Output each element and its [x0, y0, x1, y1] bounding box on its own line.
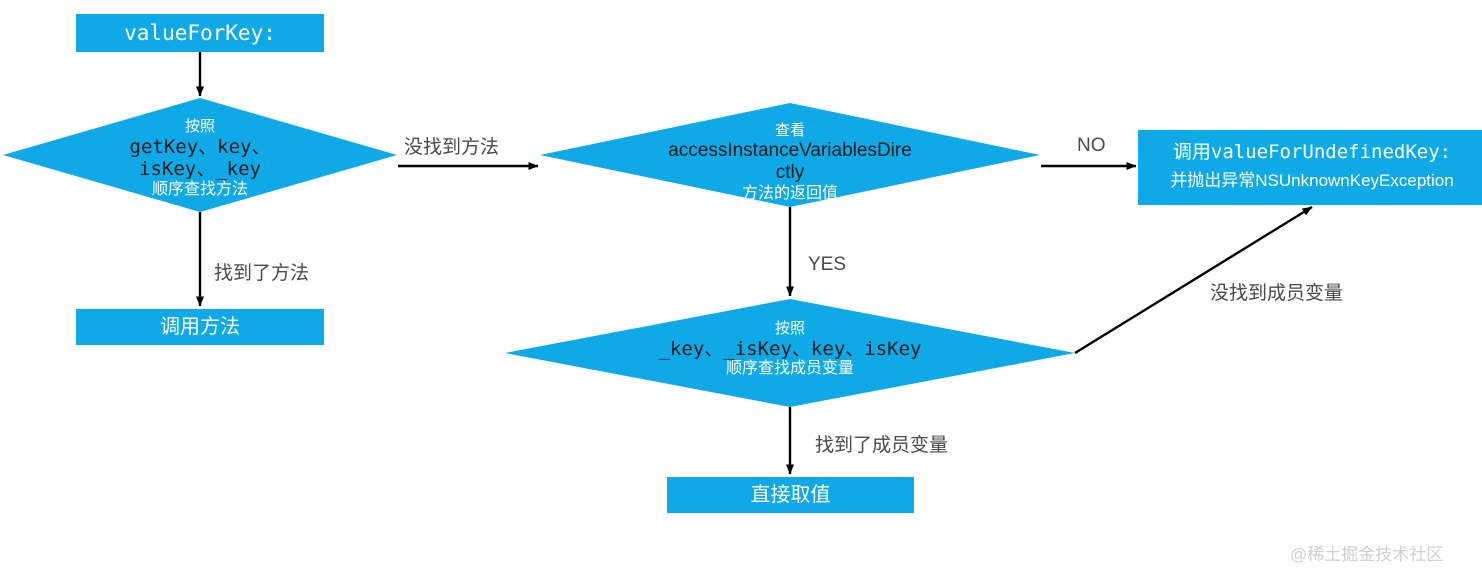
edge-findivar-to-undefinedkey — [1074, 205, 1313, 355]
node-access-ivars-diamond[interactable] — [540, 103, 1040, 207]
edge-label-method-not-found: 没找到方法 — [404, 137, 500, 158]
edge-label-yes: YES — [808, 254, 847, 275]
node-find-method-diamond[interactable] — [3, 98, 397, 212]
node-call-method-shape[interactable] — [76, 309, 324, 345]
edge-label-ivar-not-found: 没找到成员变量 — [1210, 283, 1344, 304]
node-direct-value-shape[interactable] — [667, 477, 914, 513]
edge-label-method-found: 找到了方法 — [214, 263, 310, 284]
node-find-ivar-diamond[interactable] — [505, 299, 1075, 407]
edge-label-no: NO — [1077, 135, 1106, 156]
node-undefined-key-shape[interactable] — [1138, 130, 1482, 205]
node-value-for-key-shape[interactable] — [76, 14, 324, 52]
edge-label-ivar-found: 找到了成员变量 — [815, 435, 949, 456]
watermark-label: @稀土掘金技术社区 — [1290, 545, 1444, 564]
